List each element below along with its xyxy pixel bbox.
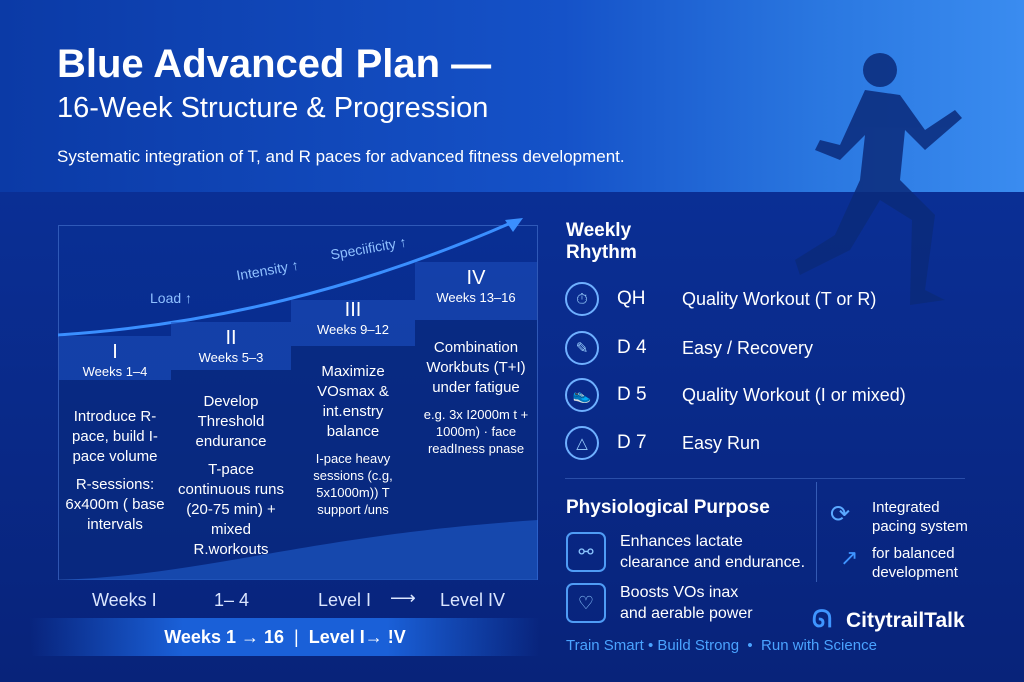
- bottom-label-range: 1– 4: [214, 590, 250, 610]
- brand-tagline: Train Smart • Build Strong • Run with Sc…: [566, 637, 877, 654]
- pencil-icon: ✎: [565, 331, 599, 365]
- bottom-label-level-end: Level IV: [440, 590, 506, 610]
- divider: [565, 478, 965, 479]
- cycle-icon: ⟳: [830, 501, 851, 528]
- load-label: Load ↑: [150, 290, 193, 306]
- header-band: [0, 0, 1024, 192]
- runner-silhouette-icon: [795, 53, 962, 305]
- weekly-rhythm-title: Weekly Rhythm: [566, 220, 637, 263]
- physiological-title: Physiological Purpose: [566, 497, 770, 518]
- wave-decoration: [58, 520, 538, 580]
- growth-arrow-icon: ↗: [840, 545, 859, 570]
- brand-logo-icon: ᘏ: [812, 606, 832, 633]
- bottom-arrow: ⟶: [390, 588, 416, 608]
- page-subtitle: 16-Week Structure & Progression: [57, 92, 489, 124]
- page-title: Blue Advanced Plan —: [57, 42, 492, 86]
- divider: [816, 482, 817, 582]
- network-icon: ⚯: [566, 532, 606, 572]
- progression-arrow-icon: [58, 218, 523, 337]
- shoe-icon: 👟: [565, 378, 599, 412]
- page-description: Systematic integration of T, and R paces…: [57, 147, 625, 166]
- bottom-label-level-start: Level I: [318, 590, 372, 610]
- stopwatch-icon: ⏱: [565, 282, 599, 316]
- triangle-icon: △: [565, 426, 599, 460]
- brand-name: CitytrailTalk: [846, 609, 965, 632]
- phase-4-body: Combination Workbuts (T+I) under fatigue…: [415, 320, 537, 580]
- summary-bar: Weeks 1 → 16 | Level I→ !V: [30, 618, 540, 656]
- heart-icon: ♡: [566, 583, 606, 623]
- bottom-label-weeks: Weeks I: [92, 590, 157, 610]
